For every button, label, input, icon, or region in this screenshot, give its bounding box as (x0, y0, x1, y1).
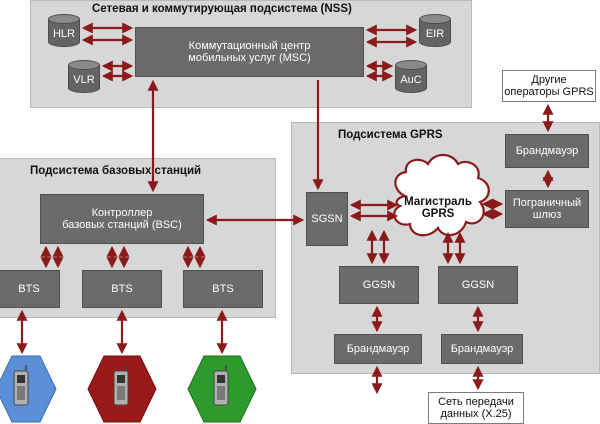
gprs-backbone-label: Магистраль GPRS (398, 196, 478, 220)
bsc-label-line2: базовых станций (BSC) (62, 219, 182, 231)
hlr-label: HLR (52, 28, 75, 40)
auc-label: AuC (400, 74, 422, 86)
eir-label: EIR (425, 28, 445, 40)
bts-box-3: BTS (183, 270, 263, 308)
gprs-title: Подсистема GPRS (338, 129, 443, 141)
mobile-phone-icon (113, 365, 129, 406)
bsc-label-line1: Контроллер (91, 207, 153, 219)
arrows (16, 22, 554, 395)
other-operators-box: Другие операторы GPRS (502, 70, 596, 102)
firewall-top-box: Брандмауэр (505, 134, 589, 168)
vlr-label: VLR (73, 74, 95, 86)
ggsn-box-2: GGSN (438, 266, 518, 304)
bsc-box: Контроллер базовых станций (BSC) (40, 194, 204, 244)
mobile-phone-icon (13, 365, 29, 406)
firewall-box-2: Брандмауэр (441, 334, 523, 364)
other-operators-line2: операторы GPRS (504, 86, 594, 98)
auc-database: AuC (395, 60, 427, 96)
msc-label-line1: Коммутационный центр (188, 40, 311, 52)
msc-box: Коммутационный центр мобильных услуг (MS… (135, 27, 364, 77)
bts-box-1: BTS (0, 270, 60, 308)
sgsn-box: SGSN (306, 192, 348, 246)
border-gateway-box: Пограничный шлюз (505, 190, 589, 228)
nss-title: Сетевая и коммутирующая подсистема (NSS) (92, 3, 352, 15)
border-gateway-line1: Пограничный (512, 197, 582, 209)
bts-box-2: BTS (82, 270, 162, 308)
msc-label-line2: мобильных услуг (MSC) (188, 52, 311, 64)
ggsn-box-1: GGSN (339, 266, 419, 304)
gprs-backbone-line1: Магистраль (404, 196, 472, 208)
x25-network-line2: данных (X.25) (440, 408, 512, 420)
gprs-backbone-line2: GPRS (421, 208, 455, 220)
x25-network-line1: Сеть передачи (438, 396, 514, 408)
x25-network-box: Сеть передачи данных (X.25) (428, 392, 524, 424)
mobile-phone-icon (213, 365, 229, 406)
firewall-box-1: Брандмауэр (334, 334, 422, 364)
eir-database: EIR (419, 14, 451, 50)
border-gateway-line2: шлюз (532, 209, 562, 221)
other-operators-line1: Другие (531, 74, 567, 86)
hlr-database: HLR (48, 14, 80, 50)
gprs-backbone-cloud (393, 153, 490, 237)
vlr-database: VLR (68, 60, 100, 96)
